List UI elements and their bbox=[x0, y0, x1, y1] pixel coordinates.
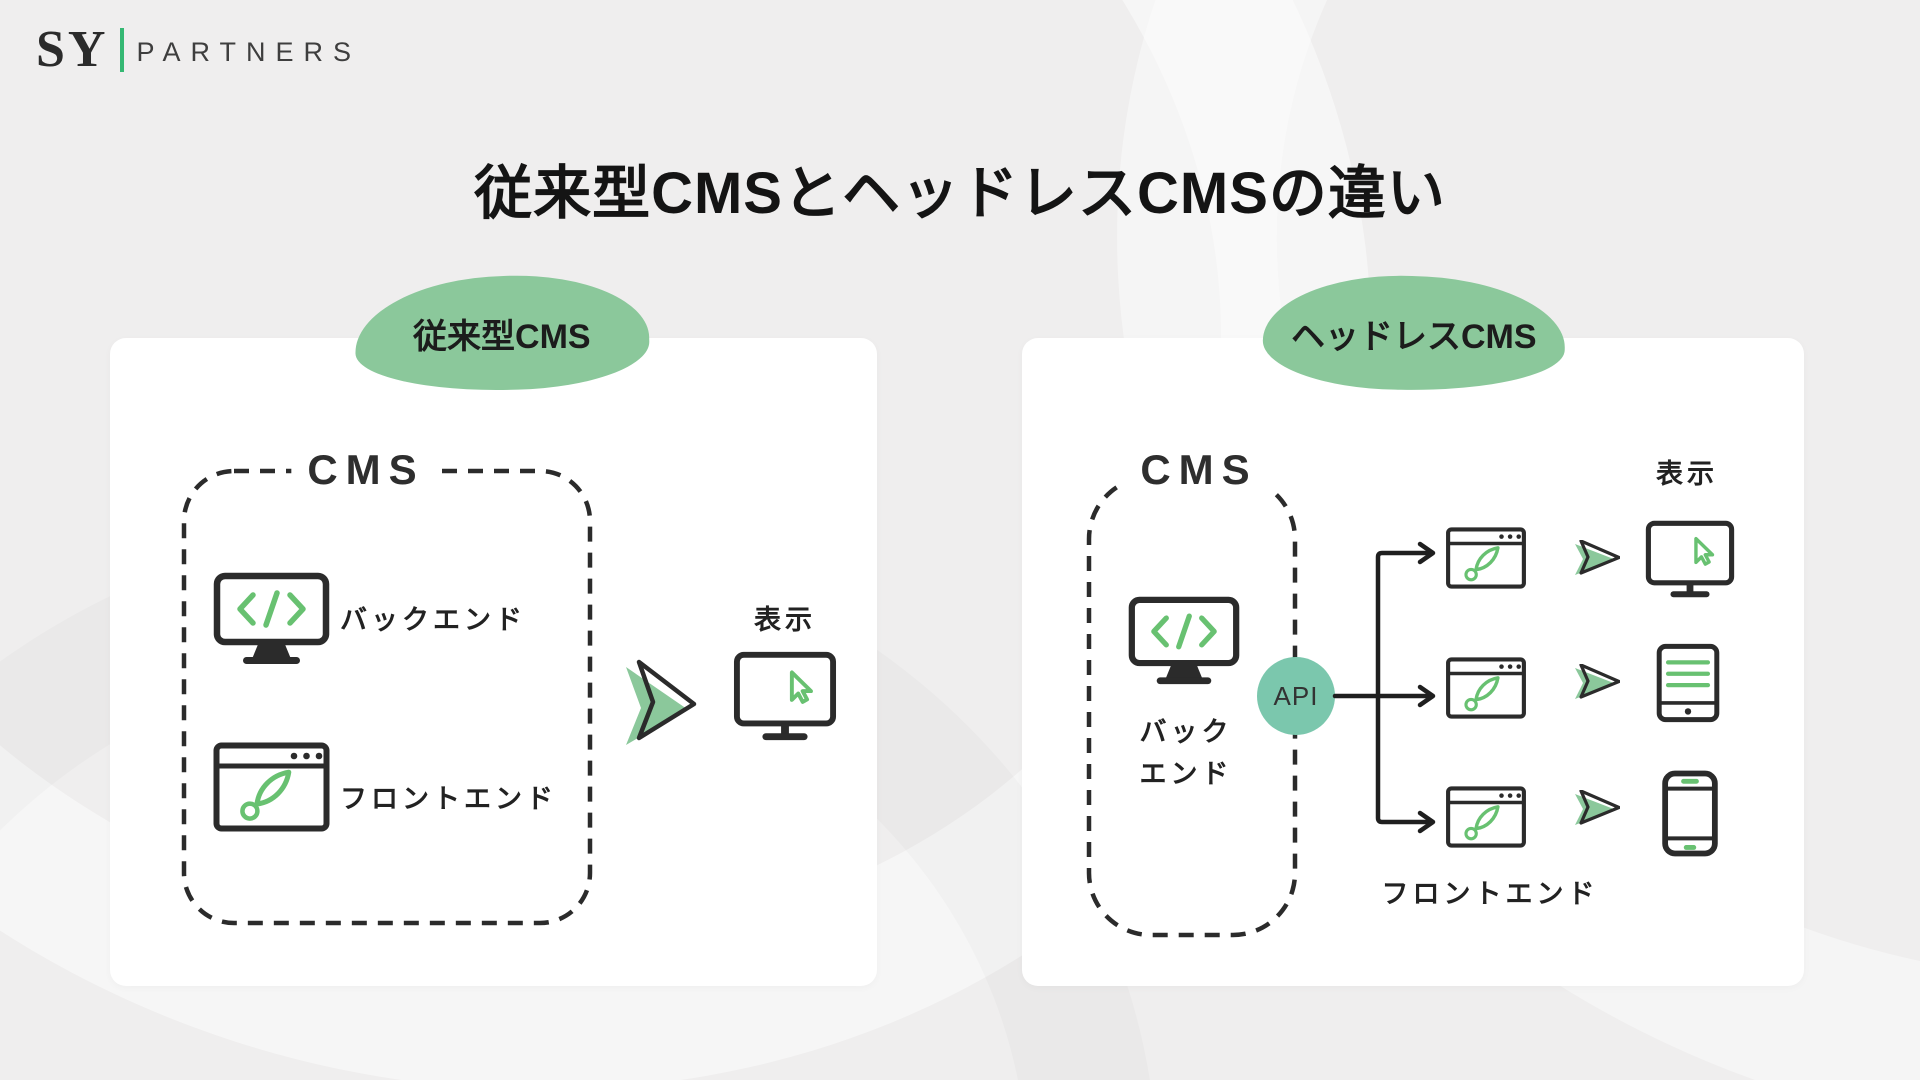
frontend-paintbrush-browser-icon bbox=[1443, 657, 1529, 719]
frontend-paintbrush-browser-icon bbox=[1443, 527, 1529, 589]
chevron-arrow-icon bbox=[624, 658, 698, 750]
brand-divider bbox=[120, 28, 125, 72]
branch-arrows bbox=[1332, 541, 1436, 834]
display-label-right: 表示 bbox=[1656, 459, 1718, 489]
backend-label-left: バックエンド bbox=[340, 605, 526, 635]
display-tablet-icon bbox=[1656, 643, 1720, 723]
backend-label-right: バック エンド bbox=[1140, 712, 1233, 796]
backend-label-line1: バック bbox=[1139, 717, 1233, 747]
frontend-label-left: フロントエンド bbox=[340, 784, 557, 814]
frontend-paintbrush-browser-icon bbox=[1443, 786, 1529, 848]
headless-cms-badge-label: ヘッドレスCMS bbox=[1291, 317, 1537, 356]
display-label-left: 表示 bbox=[754, 605, 816, 635]
traditional-cms-badge-label: 従来型CMS bbox=[413, 317, 591, 356]
cms-box-title-right: CMS bbox=[1124, 446, 1274, 495]
frontend-label-right: フロントエンド bbox=[1381, 879, 1599, 909]
cms-box-title-left: CMS bbox=[291, 446, 441, 495]
chevron-arrow-icon bbox=[1574, 540, 1620, 577]
chevron-arrow-icon bbox=[1574, 664, 1620, 701]
cms-dashed-box-left bbox=[181, 468, 593, 926]
headless-cms-badge: ヘッドレスCMS bbox=[1262, 273, 1566, 393]
backend-code-monitor-icon bbox=[1128, 596, 1240, 688]
page-title: 従来型CMSとヘッドレスCMSの違い bbox=[474, 161, 1446, 226]
api-label: API bbox=[1273, 680, 1319, 711]
backend-label-line2: エンド bbox=[1139, 758, 1233, 789]
display-cursor-monitor-icon bbox=[1645, 518, 1735, 600]
traditional-cms-badge: 従来型CMS bbox=[353, 272, 651, 394]
brand-mark: SY bbox=[36, 21, 109, 78]
backend-code-monitor-icon bbox=[213, 572, 330, 668]
display-cursor-monitor-icon bbox=[733, 650, 837, 742]
frontend-paintbrush-browser-icon bbox=[213, 742, 330, 832]
api-node: API bbox=[1257, 657, 1335, 735]
brand-wordmark: PARTNERS bbox=[136, 36, 362, 67]
display-smartphone-icon bbox=[1661, 770, 1719, 857]
brand-logo: SY PARTNERS bbox=[36, 24, 361, 76]
chevron-arrow-icon bbox=[1574, 790, 1620, 827]
